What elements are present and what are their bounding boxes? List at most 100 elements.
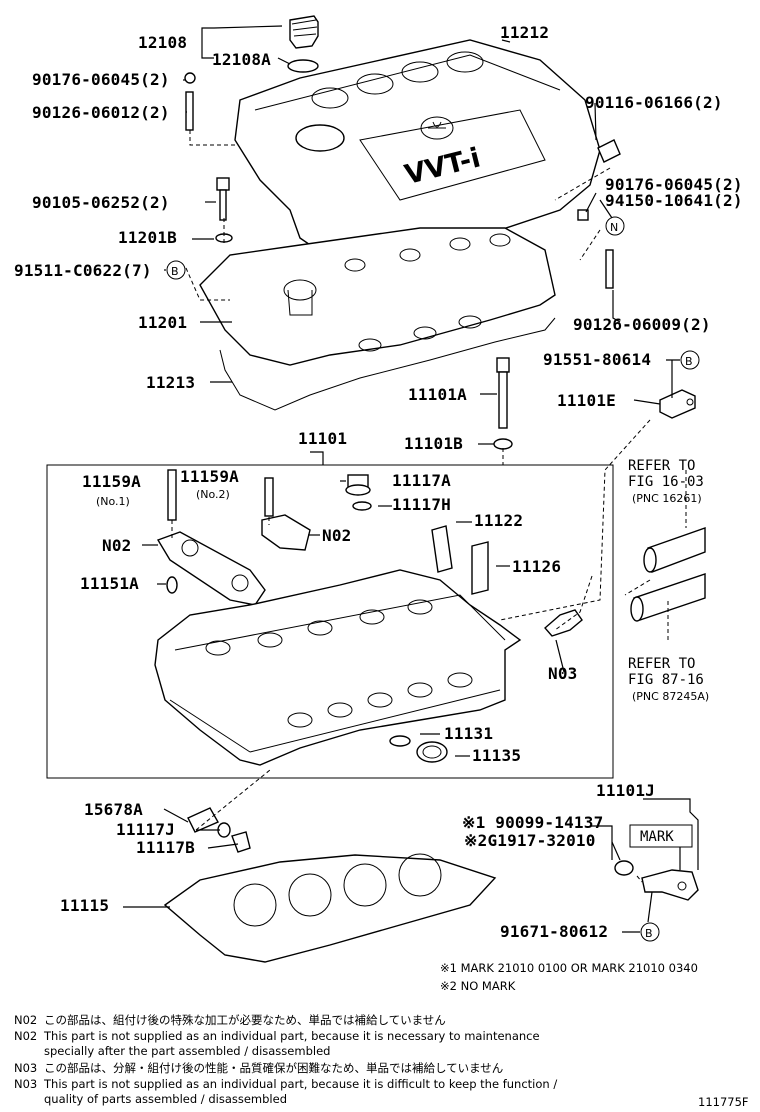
- plug-11117A: [345, 474, 372, 511]
- label-n02-a: N02: [102, 536, 132, 555]
- label-11122: 11122: [474, 511, 523, 530]
- svg-text:N: N: [610, 221, 618, 234]
- note-code-1: N02: [14, 1029, 37, 1043]
- svg-text:B: B: [685, 355, 693, 368]
- label-11101A: 11101A: [408, 385, 467, 404]
- label-11131: 11131: [444, 724, 493, 743]
- label-12108A: 12108A: [212, 50, 271, 69]
- footnote-mark1: ※1 MARK 21010 0100 OR MARK 21010 0340: [440, 961, 698, 975]
- label-11117J: 11117J: [116, 820, 175, 839]
- cylinder-head-body: [154, 569, 522, 766]
- svg-text:(PNC 87245A): (PNC 87245A): [632, 690, 709, 703]
- label-90116: 90116-06166(2): [585, 93, 723, 112]
- svg-text:REFER TO: REFER TO: [628, 458, 695, 474]
- label-11115: 11115: [60, 896, 109, 915]
- label-11117H: 11117H: [392, 495, 451, 514]
- fitting-n03: [544, 609, 583, 637]
- refer-to-fig-16-03: REFER TO FIG 16-03 (PNC 16261): [628, 458, 704, 505]
- note-text-4: This part is not supplied as an individu…: [43, 1077, 557, 1091]
- sensor-11101E: [659, 389, 696, 419]
- cylinder-head-assembly-frame: [46, 464, 614, 779]
- label-n03: N03: [548, 664, 578, 683]
- label-11201B: 11201B: [118, 228, 177, 247]
- label-11117A: 11117A: [392, 471, 451, 490]
- label-11101: 11101: [298, 429, 347, 448]
- label-11151A: 11151A: [80, 574, 139, 593]
- label-mark: MARK: [640, 829, 674, 845]
- cover-bolt-90105: [215, 177, 233, 243]
- mark-box: [629, 824, 693, 848]
- leader-lines: [123, 25, 699, 933]
- note-text-1: This part is not supplied as an individu…: [43, 1029, 540, 1043]
- o-ring-90099: [614, 860, 634, 876]
- pin-11151A: [166, 576, 178, 594]
- label-11117B: 11117B: [136, 838, 195, 857]
- cam-bearing-cap-no2: [261, 477, 311, 551]
- oil-filler-cap: [289, 15, 319, 49]
- dashed-lines: [171, 130, 687, 883]
- label-90126-2: 90126-06009(2): [573, 315, 711, 334]
- cover-stud-90126: [605, 249, 614, 289]
- label-12108: 12108: [138, 33, 187, 52]
- tube-11126: [471, 541, 489, 595]
- label-11201: 11201: [138, 313, 187, 332]
- label-11101J: 11101J: [596, 781, 655, 800]
- notes-block: N02 この部品は、組付け後の特殊な加工が必要なため、単品では補給していません …: [14, 1013, 557, 1106]
- note-code-4: N03: [14, 1077, 37, 1091]
- callout-b-91551: B: [680, 350, 700, 370]
- note-text-2: specially after the part assembled / dis…: [44, 1044, 330, 1058]
- figure-id: 111775F: [698, 1095, 749, 1109]
- label-no2: (No.2): [196, 488, 230, 501]
- seal-11135-inner: [422, 745, 442, 759]
- cylinder-head-gasket: [163, 853, 497, 963]
- note-text-3: この部品は、分解・組付け後の性能・品質確保が困難なため、単品では補給していません: [44, 1061, 503, 1075]
- mark-footnotes: ※1 MARK 21010 0100 OR MARK 21010 0340 ※2…: [440, 961, 698, 993]
- hose-ref-16-03: [643, 527, 706, 573]
- label-91551: 91551-80614: [543, 350, 651, 369]
- sensor-11101J: [641, 869, 699, 901]
- label-90105: 90105-06252(2): [32, 193, 170, 212]
- label-94150: 94150-10641(2): [605, 191, 743, 210]
- svg-text:(PNC 16261): (PNC 16261): [632, 492, 702, 505]
- label-11101E: 11101E: [557, 391, 616, 410]
- svg-text:B: B: [171, 265, 179, 278]
- part-labels: 12108 12108A 11212 90176-06045(2) 90126-…: [14, 23, 743, 941]
- label-11159A-1: 11159A: [82, 472, 141, 491]
- callout-b-91511: B: [166, 260, 186, 280]
- label-11135: 11135: [472, 746, 521, 765]
- callout-n-94150: N: [605, 216, 625, 236]
- note-text-5: quality of parts assembled / disassemble…: [44, 1092, 287, 1106]
- label-90099: ※1 90099-14137: [462, 813, 603, 832]
- cam-bearing-cap-no1: [156, 469, 266, 606]
- label-91671: 91671-80612: [500, 922, 608, 941]
- label-15678A: 15678A: [84, 800, 143, 819]
- label-11213: 11213: [146, 373, 195, 392]
- label-91511: 91511-C0622(7): [14, 261, 152, 280]
- cover-bolt-right: [577, 139, 621, 221]
- svg-text:REFER TO: REFER TO: [628, 656, 695, 672]
- head-cover-gasket: [219, 315, 556, 411]
- cover-stud-left: [184, 72, 196, 131]
- label-90126-1: 90126-06012(2): [32, 103, 170, 122]
- label-11159A-2: 11159A: [180, 467, 239, 486]
- label-g1917: ※2G1917-32010: [464, 831, 596, 850]
- seal-11135: [416, 741, 448, 763]
- label-11101B: 11101B: [404, 434, 463, 453]
- note-code-0: N02: [14, 1013, 37, 1027]
- callout-b-91671: B: [640, 922, 660, 942]
- head-cover-body: [199, 227, 556, 366]
- label-90176-1: 90176-06045(2): [32, 70, 170, 89]
- footnote-mark2: ※2 NO MARK: [440, 979, 516, 993]
- seal-11131: [389, 735, 411, 747]
- cylinder-head-cover: VVT-i: [234, 39, 601, 263]
- stud-11101A: [493, 357, 513, 450]
- label-90176-2: 90176-06045(2): [605, 175, 743, 194]
- note-code-3: N03: [14, 1061, 37, 1075]
- hose-ref-87-16: [630, 573, 706, 622]
- oil-filler-gasket: [287, 59, 319, 73]
- refer-to-fig-87-16: REFER TO FIG 87-16 (PNC 87245A): [628, 656, 709, 703]
- label-n02-b: N02: [322, 526, 352, 545]
- label-no1: (No.1): [96, 495, 130, 508]
- svg-text:B: B: [645, 927, 653, 940]
